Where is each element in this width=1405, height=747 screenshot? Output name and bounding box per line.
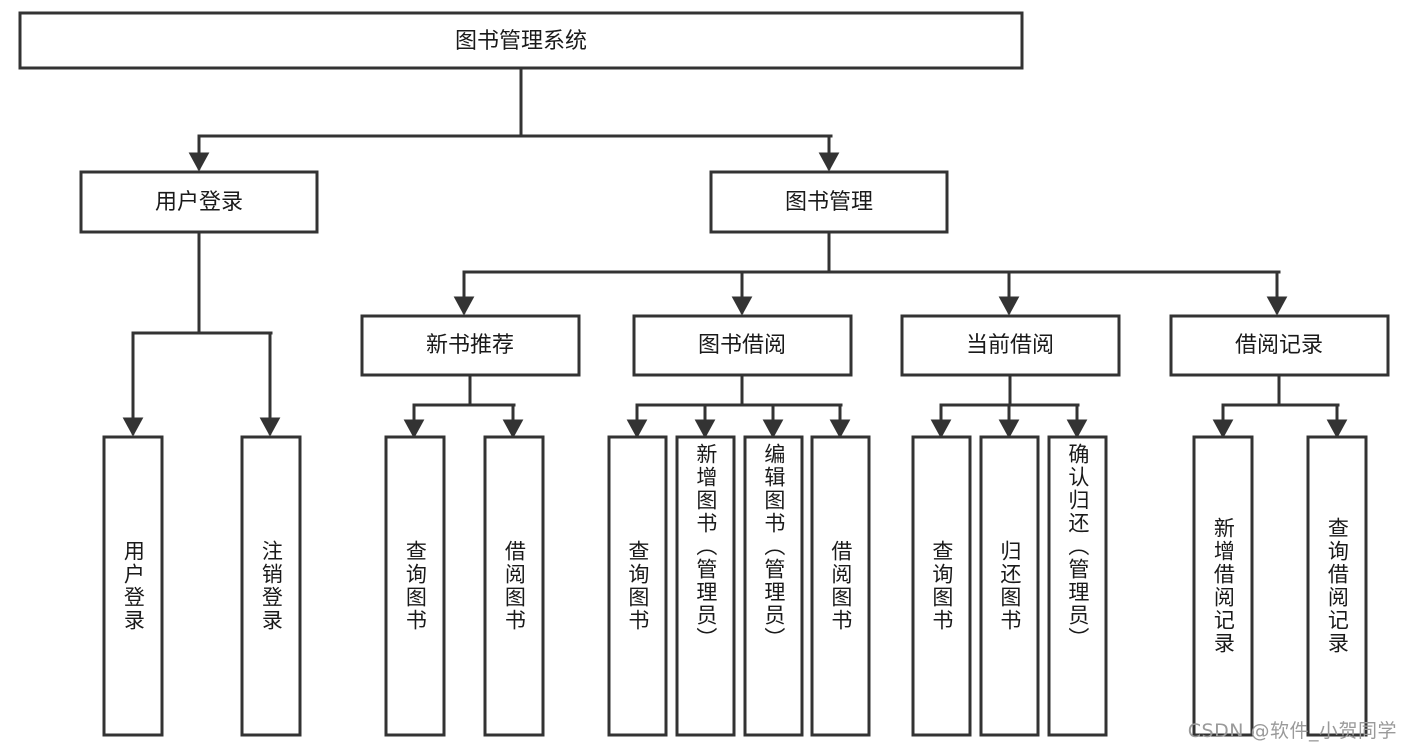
node-leaf-add-book-box[interactable]: [675, 435, 736, 737]
node-current-borrow[interactable]: 当前借阅: [900, 314, 1121, 377]
node-book-manage-box[interactable]: [709, 170, 949, 234]
node-user-login[interactable]: 用户登录: [79, 170, 319, 234]
node-leaf-edit-book-box[interactable]: [743, 435, 804, 737]
node-leaf-confirm-return-box[interactable]: [1047, 435, 1108, 737]
node-book-manage-label: 图书管理: [785, 190, 873, 215]
connectors: [122, 66, 1348, 439]
node-borrow-record-box[interactable]: [1169, 314, 1390, 377]
node-root[interactable]: 图书管理系统: [18, 11, 1024, 70]
node-leaf-query-book-2-box[interactable]: [607, 435, 668, 737]
node-leaf-user-login-box[interactable]: [102, 435, 164, 737]
node-current-borrow-label: 当前借阅: [966, 333, 1054, 358]
node-new-book-recommend-box[interactable]: [360, 314, 581, 377]
node-leaf-query-record-box[interactable]: [1306, 435, 1368, 737]
node-book-manage[interactable]: 图书管理: [709, 170, 949, 234]
node-leaf-query-book-1-box[interactable]: [384, 435, 446, 737]
node-leaf-borrow-book-2-box[interactable]: [810, 435, 871, 737]
node-leaf-query-book-3-box[interactable]: [911, 435, 972, 737]
node-borrow-record-label: 借阅记录: [1235, 333, 1323, 358]
node-leaf-user-logout-box[interactable]: [240, 435, 302, 737]
node-book-borrow-label: 图书借阅: [698, 333, 786, 358]
csdn-watermark: CSDN @软件_小贺同学: [1187, 720, 1397, 742]
node-new-book-recommend-label: 新书推荐: [426, 333, 514, 358]
node-leaf-return-book-box[interactable]: [979, 435, 1040, 737]
node-borrow-record[interactable]: 借阅记录: [1169, 314, 1390, 377]
node-user-login-label: 用户登录: [155, 190, 243, 215]
node-new-book-recommend[interactable]: 新书推荐: [360, 314, 581, 377]
node-leaf-add-record-box[interactable]: [1192, 435, 1254, 737]
node-leaf-borrow-book-1-box[interactable]: [483, 435, 545, 737]
node-user-login-box[interactable]: [79, 170, 319, 234]
node-book-borrow[interactable]: 图书借阅: [632, 314, 853, 377]
node-current-borrow-box[interactable]: [900, 314, 1121, 377]
node-book-borrow-box[interactable]: [632, 314, 853, 377]
leaf-boxes: [102, 435, 1368, 737]
node-root-label: 图书管理系统: [455, 29, 587, 54]
node-root-box[interactable]: [18, 11, 1024, 70]
